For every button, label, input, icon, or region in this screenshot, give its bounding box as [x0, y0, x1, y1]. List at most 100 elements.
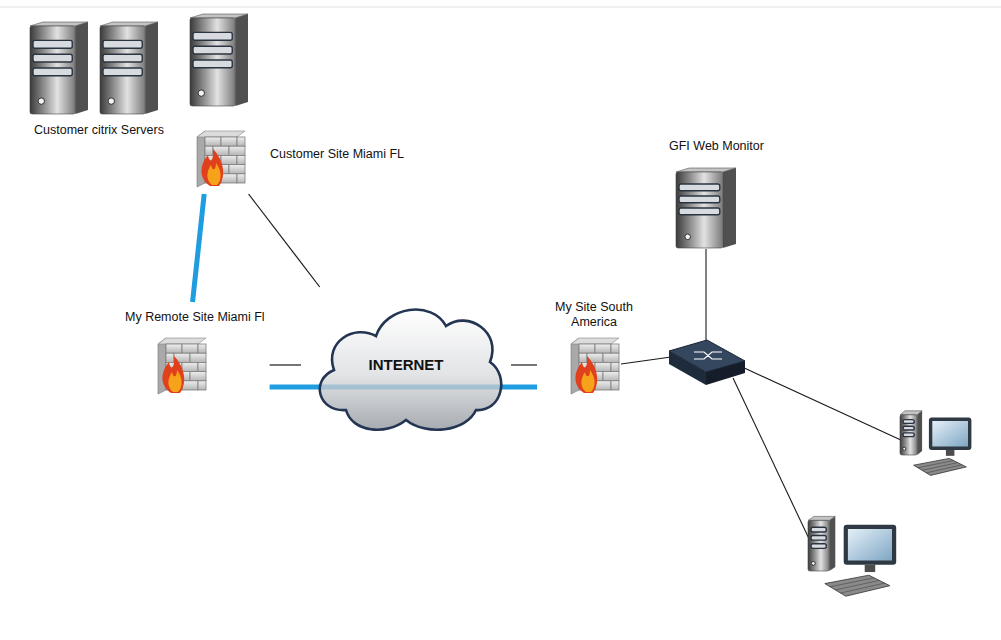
cloud-label: INTERNET [369, 356, 444, 373]
device-label: My Remote Site Miami Fl [125, 310, 265, 324]
firewall-node: My Remote Site Miami Fl [123, 305, 267, 398]
firewall-icon [195, 127, 247, 189]
drive-bay [811, 544, 826, 549]
server-front [676, 172, 723, 248]
monitor-screen [848, 529, 892, 561]
drive-bay [193, 60, 232, 68]
server-front [30, 26, 75, 114]
drive-bay [103, 40, 142, 48]
brick [182, 381, 198, 390]
internet-cloud: INTERNET [304, 290, 508, 440]
brick [205, 137, 221, 146]
lan-cable [733, 378, 812, 545]
brick [237, 174, 245, 183]
flame-inner [168, 370, 181, 392]
switch-side [706, 361, 745, 385]
power-button [685, 234, 691, 240]
brick [182, 362, 198, 371]
firewall-node: Customer Site Miami FL [193, 125, 406, 191]
server-front [808, 520, 829, 571]
server-front [900, 415, 917, 455]
server-group: Customer citrix Servers [23, 10, 259, 136]
switch-symbol [694, 352, 722, 359]
brick [229, 146, 245, 155]
brick [237, 155, 245, 164]
flame-outer [201, 149, 223, 186]
brick [595, 344, 611, 353]
server-side [235, 14, 248, 106]
monitor-frame [844, 525, 897, 565]
wall-top [197, 131, 245, 137]
brick [611, 344, 619, 353]
drive-bay [33, 54, 72, 62]
flame-outer [575, 356, 597, 393]
workstation [808, 516, 896, 596]
drive-bay [811, 536, 826, 541]
server-node: GFI Web Monitor [667, 134, 766, 250]
wall-top [571, 338, 619, 344]
key-row [922, 463, 958, 471]
drive-bay [103, 68, 142, 76]
drive-bay [33, 68, 72, 76]
server-front [100, 26, 145, 114]
brick [579, 344, 595, 353]
key-row [830, 578, 874, 587]
drive-bay [679, 196, 720, 203]
internet-link [249, 194, 320, 287]
network-switch [669, 340, 745, 385]
lan-cable [740, 366, 903, 441]
drive-bay [903, 420, 914, 424]
brick [198, 362, 206, 371]
lan-layer [621, 249, 971, 596]
brick [611, 362, 619, 371]
brick [190, 372, 206, 381]
workstation [900, 411, 971, 476]
drive-bay [903, 433, 914, 437]
servers-icon [25, 12, 257, 112]
device-label: Customer Site Miami FL [270, 147, 404, 161]
key-row [918, 461, 954, 468]
flame-inner [581, 370, 594, 392]
firewall-icon [569, 334, 621, 396]
brick [182, 344, 198, 353]
lan-cable [705, 249, 706, 343]
drive-bay [679, 184, 720, 191]
key-row [835, 580, 879, 589]
power-button [811, 561, 815, 565]
brick [205, 146, 213, 155]
brick [221, 137, 237, 146]
power-button [38, 98, 44, 104]
drive-bay [903, 426, 914, 430]
cloud-outline [320, 310, 501, 430]
brick [611, 381, 619, 390]
brick [198, 344, 206, 353]
brick [595, 362, 611, 371]
power-button [903, 447, 906, 450]
brick [229, 165, 245, 174]
drive-bay [193, 46, 232, 54]
keyboard [825, 575, 890, 596]
key-row [926, 465, 962, 473]
brick [166, 353, 174, 362]
keyboard [914, 458, 967, 475]
internet-link [270, 364, 301, 365]
server-side [723, 168, 736, 248]
brick [237, 137, 245, 146]
brick [603, 372, 619, 381]
brick [221, 174, 237, 183]
server-side [829, 516, 835, 571]
brick [190, 353, 206, 362]
power-button [108, 98, 114, 104]
power-button [198, 90, 204, 96]
server-front [190, 18, 235, 106]
server-side [75, 22, 88, 114]
brick [198, 381, 206, 390]
internet-link [511, 364, 537, 365]
device-label: Customer citrix Servers [34, 123, 164, 137]
monitor-stand [946, 450, 955, 456]
drive-bay [103, 54, 142, 62]
drive-bay [33, 40, 72, 48]
device-label: My Site South America [542, 300, 646, 329]
vpn-tunnel [193, 194, 205, 302]
